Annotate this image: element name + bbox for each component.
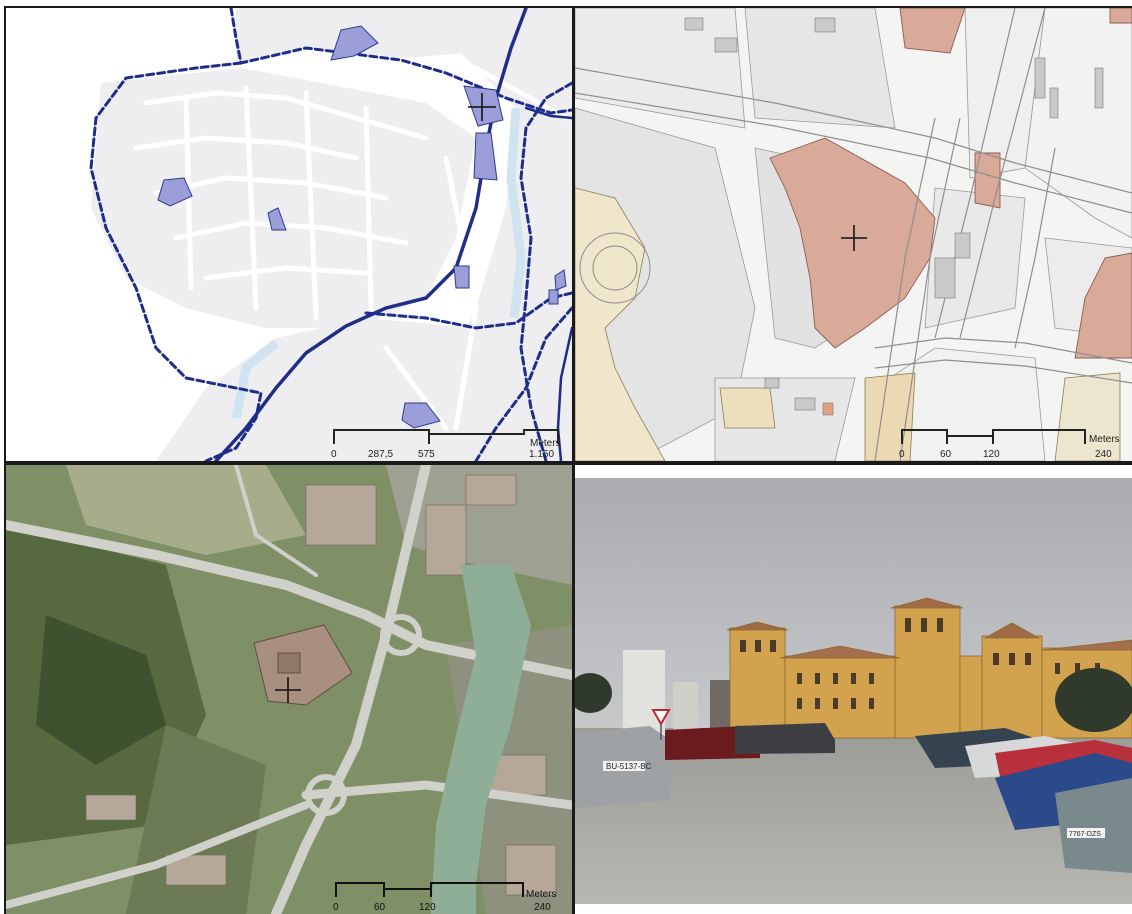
scalebar-tick-3: 240	[1095, 449, 1112, 460]
location-crosshair-icon	[275, 677, 301, 703]
scalebar-tick-2: 120	[983, 449, 1000, 460]
facade-windows	[740, 618, 1100, 709]
scalebar-unit: Meters	[530, 438, 561, 449]
urban-blocks	[91, 8, 572, 461]
scalebar-tick-2: 120	[419, 902, 436, 913]
parked-cars: BU-5137-BC 7767-DZS	[575, 723, 1132, 873]
river	[431, 565, 531, 914]
traffic-sign-icon	[651, 709, 671, 740]
scalebar-tick-0: 0	[333, 902, 339, 913]
monastery-building	[253, 624, 353, 706]
scalebar-tick-1: 60	[940, 449, 952, 460]
street-photo-panel: BU-5137-BC 7767-DZS	[575, 478, 1132, 904]
roundabout-outline	[579, 232, 651, 304]
tan-parcels	[575, 187, 1121, 461]
cadastral-map: 0 60 120 240 Meters	[575, 8, 1132, 461]
license-plate-text: 7767-DZS	[1069, 831, 1101, 838]
roundabout-icon	[305, 614, 422, 816]
overview-scalebar	[333, 429, 559, 444]
frame-border-top	[4, 6, 1132, 8]
small-buildings	[684, 17, 1104, 416]
overview-map-panel: 0 287,5 575 1.150 Meters	[6, 8, 572, 461]
scalebar-tick-0: 0	[331, 449, 337, 460]
aerial-scalebar	[335, 882, 524, 897]
scalebar-unit: Meters	[1089, 434, 1120, 445]
light-blue-river	[231, 107, 526, 419]
building-clusters	[85, 474, 557, 896]
road-outlines	[575, 8, 1132, 461]
cadastral-map-panel: 0 60 120 240 Meters	[575, 8, 1132, 461]
license-plate	[1067, 828, 1105, 838]
overview-map: 0 287,5 575 1.150 Meters	[89, 8, 572, 461]
license-plate	[603, 761, 645, 771]
scalebar-tick-1: 287,5	[368, 449, 393, 460]
location-crosshair-icon	[841, 225, 867, 251]
panel-divider-horizontal	[6, 461, 1132, 465]
cadastral-scalebar	[901, 429, 1086, 444]
highlighted-parcels	[157, 25, 567, 429]
vegetation-patches	[6, 465, 572, 914]
scalebar-tick-3: 240	[534, 902, 551, 913]
scalebar-tick-1: 60	[374, 902, 386, 913]
aerial-photo-panel: 0 60 120 240 Meters	[6, 465, 572, 914]
scalebar-tick-2: 575	[418, 449, 435, 460]
license-plate-text: BU-5137-BC	[606, 762, 652, 771]
scalebar-unit: Meters	[526, 889, 557, 900]
aerial-photo: 0 60 120 240 Meters	[6, 465, 572, 914]
frame-border-left	[4, 8, 6, 914]
pink-parcels	[769, 8, 1132, 359]
scalebar-tick-0: 0	[899, 449, 905, 460]
street-photo: BU-5137-BC 7767-DZS	[575, 478, 1132, 904]
scalebar-tick-3: 1.150	[529, 449, 554, 460]
location-crosshair-icon	[468, 93, 496, 121]
trees	[575, 668, 1132, 732]
